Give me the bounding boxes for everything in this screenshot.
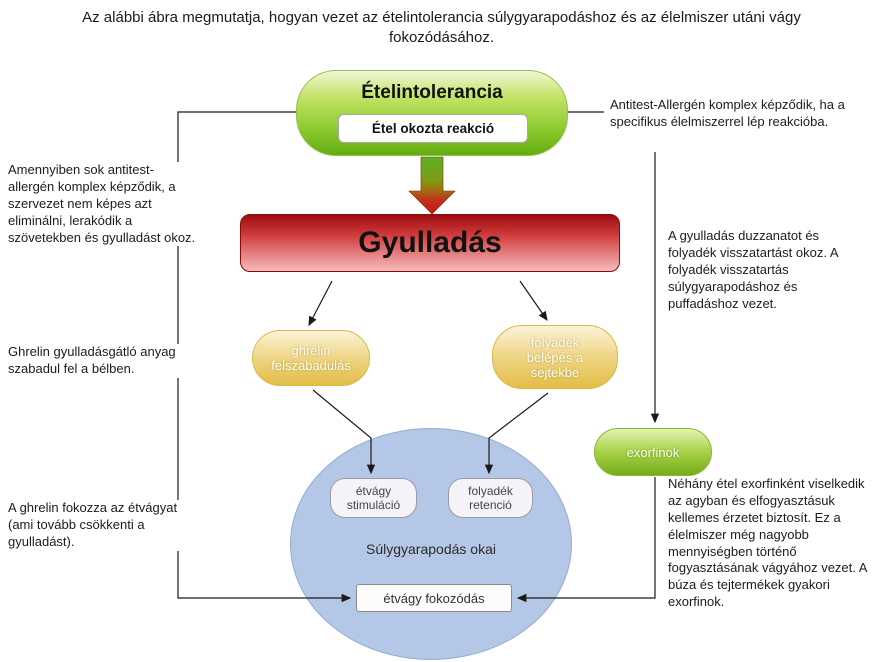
diagram-title: Az alábbi ábra megmutatja, hogyan vezet … (0, 8, 883, 49)
annotation-left-top: Amennyiben sok antitest-allergén komplex… (8, 162, 200, 247)
annotation-right-bottom: Néhány étel exorfinként viselkedik az ag… (668, 476, 878, 612)
weight-gain-causes-label: Súlygyarapodás okai (366, 541, 496, 557)
arrow-inflammation-to-fluid-entry (519, 280, 548, 321)
node-fluid-entry: folyadék belépés a sejtekbe (492, 325, 618, 389)
main-arrow-intolerance-to-inflammation (408, 156, 456, 215)
node-exorphins: exorfinok (594, 428, 712, 476)
diagram-title-text: Az alábbi ábra megmutatja, hogyan vezet … (82, 9, 801, 47)
annotation-left-middle: Ghrelin gyulladásgátló anyag szabadul fe… (8, 344, 216, 378)
food-reaction-box: Étel okozta reakció (338, 114, 528, 143)
annotation-right-middle: A gyulladás duzzanatot és folyadék vissz… (668, 228, 870, 313)
connector-exorphins-to-appetite-increase (516, 477, 656, 603)
node-fluid-retention: folyadék retenció (448, 478, 533, 518)
node-appetite-stimulation: étvágy stimuláció (330, 478, 417, 518)
annotation-left-bottom: A ghrelin fokozza az étvágyat (ami továb… (8, 500, 200, 551)
arrow-ghrelin-to-appetite-stimulation (312, 389, 376, 475)
annotation-right-top: Antitest-Allergén komplex képződik, ha a… (610, 97, 852, 131)
node-food-intolerance: Ételintolerancia Étel okozta reakció (296, 70, 568, 156)
node-ghrelin-release: ghrelin felszabadulás (252, 330, 370, 386)
arrow-inflammation-to-ghrelin (308, 280, 333, 327)
weight-gain-ellipse (290, 428, 572, 660)
food-intolerance-title: Ételintolerancia (361, 82, 503, 103)
node-inflammation: Gyulladás (240, 214, 620, 272)
arrow-fluid-entry-to-retention (484, 392, 549, 475)
node-appetite-increase: étvágy fokozódás (356, 584, 512, 612)
